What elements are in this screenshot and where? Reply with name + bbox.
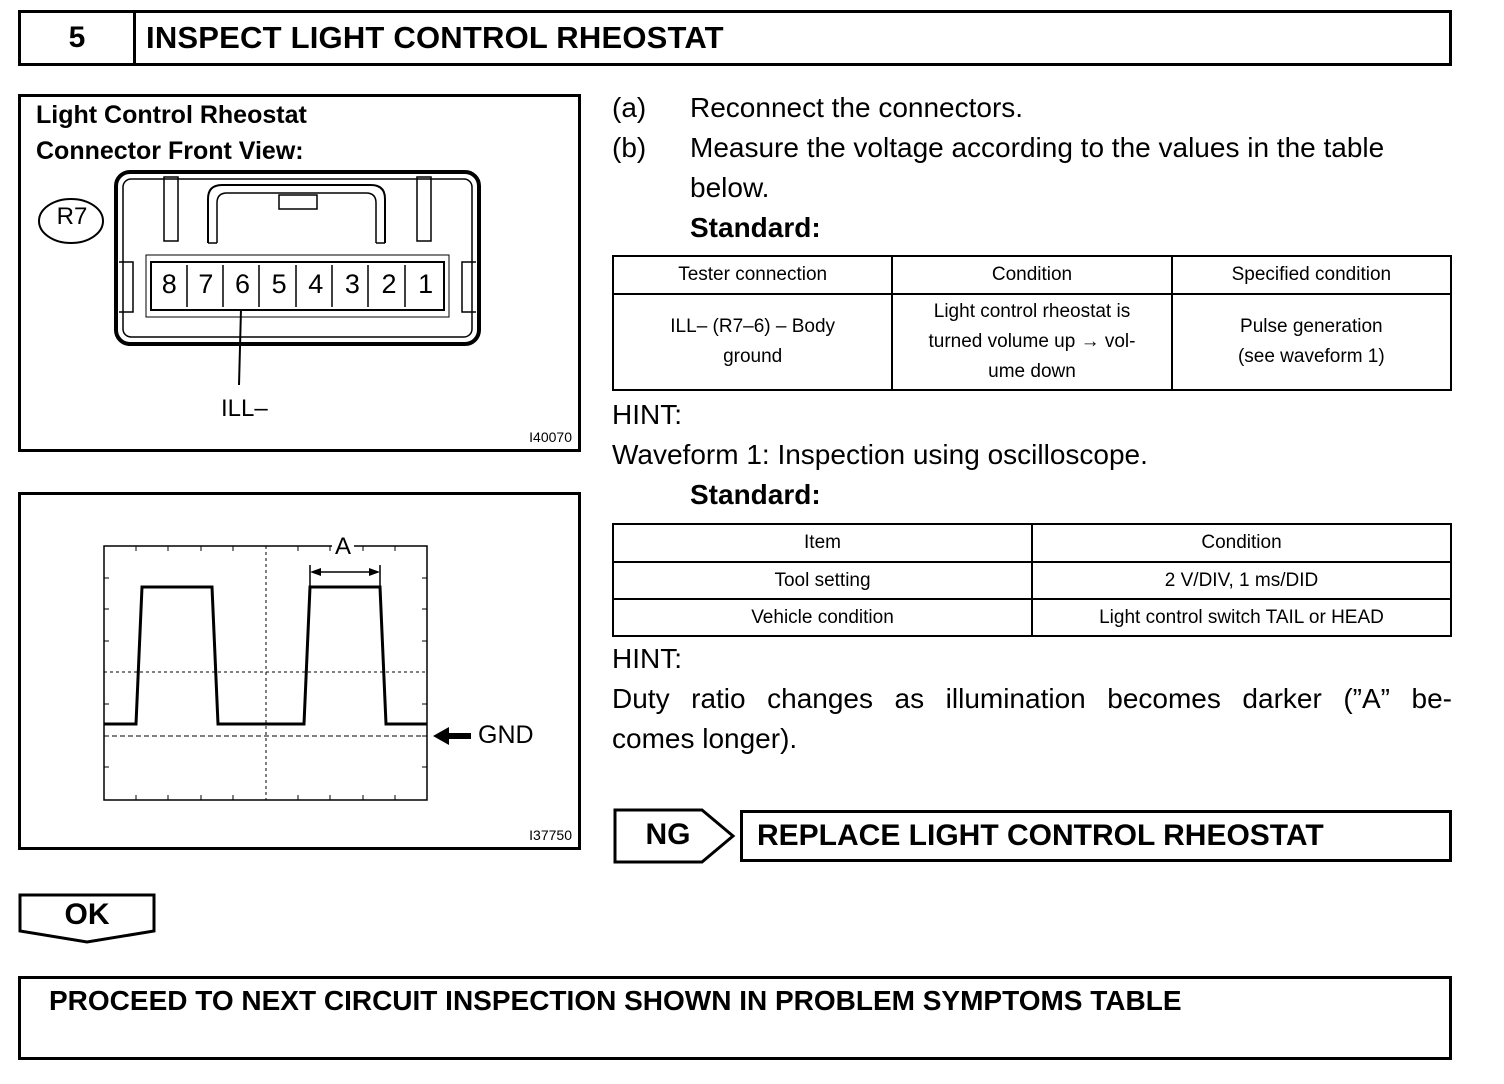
- table-cell: Light control switch TAIL or HEAD: [1031, 598, 1452, 637]
- specified-condition-cell: Pulse generation (see waveform 1): [1170, 293, 1453, 391]
- figure-code: I40070: [529, 429, 572, 445]
- table-row: Tool setting 2 V/DIV, 1 ms/DID: [612, 561, 1452, 600]
- cell-line: turned volume up → vol-: [928, 331, 1136, 352]
- figure-title-line2: Connector Front View:: [36, 137, 304, 165]
- step-header: 5 INSPECT LIGHT CONTROL RHEOSTAT: [18, 10, 1452, 66]
- pin-number: 8: [161, 269, 177, 299]
- step-a-text: Reconnect the connectors.: [690, 92, 1024, 123]
- waveform-spec-table: Item Condition Tool setting 2 V/DIV, 1 m…: [612, 523, 1452, 637]
- step-b-marker: (b): [612, 132, 647, 163]
- waveform-caption: Waveform 1: Inspection using oscilloscop…: [612, 439, 1148, 470]
- standard-label: Standard:: [690, 212, 821, 243]
- step-number: 5: [21, 13, 136, 63]
- table-cell: Vehicle condition: [612, 598, 1033, 637]
- condition-cell: Light control rheostat is turned volume …: [891, 293, 1173, 391]
- hint-label: HINT:: [612, 643, 682, 674]
- figure-title-line1: Light Control Rheostat: [36, 101, 307, 129]
- pin-number: 4: [308, 269, 324, 299]
- column-header: Tester connection: [611, 255, 894, 295]
- table-row: Vehicle condition Light control switch T…: [612, 598, 1452, 637]
- ng-label: NG: [645, 818, 691, 851]
- step-a-marker: (a): [612, 92, 647, 123]
- cell-line: Pulse generation: [1240, 316, 1383, 337]
- ok-action-box: PROCEED TO NEXT CIRCUIT INSPECTION SHOWN…: [18, 976, 1452, 1060]
- connector-id: R7: [56, 203, 88, 230]
- hint-label: HINT:: [612, 399, 682, 430]
- cell-line: Light control rheostat is: [933, 301, 1131, 322]
- gnd-label: GND: [478, 721, 534, 749]
- cell-line: ground: [723, 346, 783, 367]
- figure-code: I37750: [529, 827, 572, 843]
- step-b-text-line2: below.: [690, 172, 770, 203]
- step-title: INSPECT LIGHT CONTROL RHEOSTAT: [146, 20, 724, 55]
- oscilloscope-graph: [103, 545, 471, 801]
- ok-arrow-icon: [18, 893, 156, 944]
- ok-label: OK: [64, 898, 110, 931]
- connector-figure: Light Control Rheostat Connector Front V…: [18, 94, 581, 452]
- column-header: Specified condition: [1170, 255, 1453, 295]
- duty-text-line1: Duty ratio changes as illumination becom…: [612, 683, 1452, 714]
- table-row: ILL– (R7–6) – Body ground Light control …: [611, 293, 1453, 391]
- gnd-arrow-icon: [433, 727, 471, 745]
- connector-drawing: [38, 170, 481, 386]
- step-b-text-line1: Measure the voltage according to the val…: [690, 132, 1385, 163]
- voltage-spec-table: Tester connection Condition Specified co…: [611, 255, 1453, 391]
- waveform-figure: A GND I37750: [18, 492, 581, 850]
- pulse-waveform: [104, 585, 427, 726]
- cell-line: ILL– (R7–6) – Body: [670, 316, 836, 337]
- pin-number: 5: [271, 269, 287, 299]
- pin-number: 1: [418, 269, 434, 299]
- cell-line: (see waveform 1): [1237, 346, 1385, 367]
- pin-number: 2: [381, 269, 397, 299]
- pin-row: 8 7 6 5 4 3 2 1: [151, 269, 444, 309]
- connector-id-badge: [38, 198, 104, 244]
- column-header: Condition: [891, 255, 1173, 295]
- table-header-row: Tester connection Condition Specified co…: [611, 255, 1453, 295]
- duty-text-line2: comes longer).: [612, 723, 798, 754]
- column-header: Condition: [1031, 523, 1452, 563]
- pin-number: 7: [198, 269, 214, 299]
- table-cell: Tool setting: [612, 561, 1033, 600]
- column-header: Item: [612, 523, 1033, 563]
- cell-line: ume down: [988, 361, 1076, 382]
- ng-arrow-icon: [613, 808, 736, 864]
- pin-label: ILL–: [221, 395, 268, 422]
- ng-action-box: REPLACE LIGHT CONTROL RHEOSTAT: [740, 810, 1452, 862]
- ng-action-text: REPLACE LIGHT CONTROL RHEOSTAT: [757, 819, 1324, 852]
- standard-label: Standard:: [690, 479, 821, 510]
- marker-a-label: A: [332, 533, 355, 561]
- pin-number: 3: [344, 269, 360, 299]
- tester-connection-cell: ILL– (R7–6) – Body ground: [611, 293, 894, 391]
- table-cell: 2 V/DIV, 1 ms/DID: [1031, 561, 1452, 600]
- table-header-row: Item Condition: [612, 523, 1452, 563]
- ok-action-text: PROCEED TO NEXT CIRCUIT INSPECTION SHOWN…: [49, 985, 1182, 1016]
- pin-number: 6: [235, 269, 251, 299]
